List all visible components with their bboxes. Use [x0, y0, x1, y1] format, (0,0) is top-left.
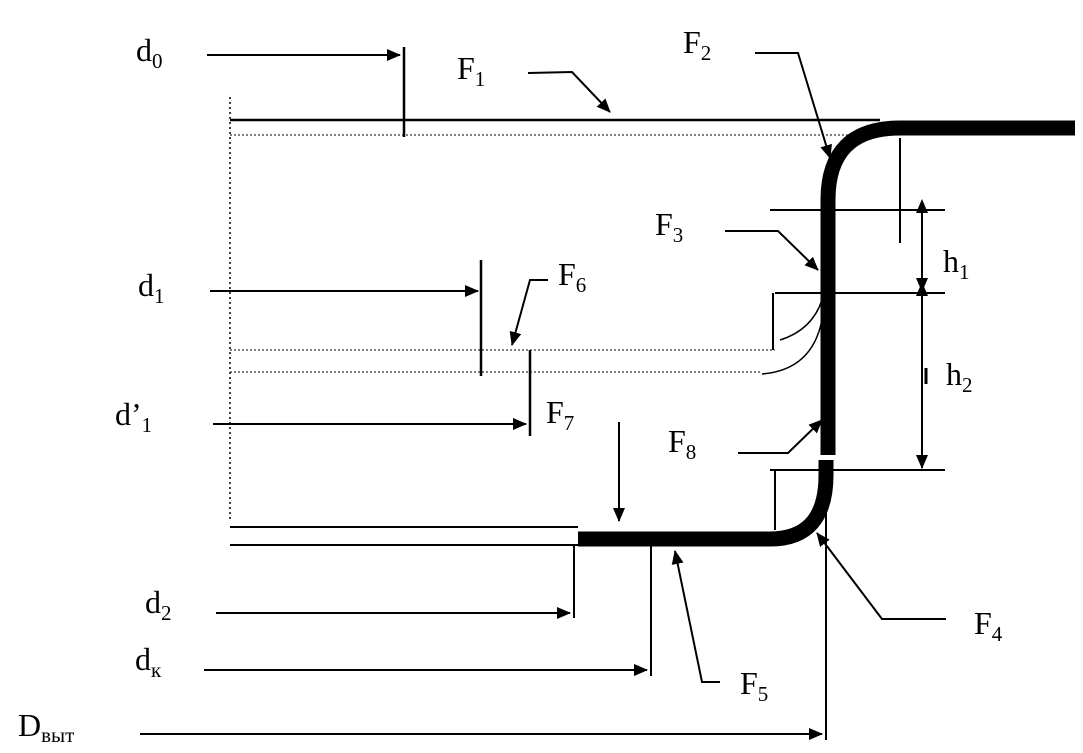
part-bottom-profile — [578, 460, 834, 547]
label-F2: F2 — [683, 24, 711, 65]
label-d1: d1 — [138, 267, 165, 308]
label-d2: d2 — [145, 584, 172, 625]
F6-pointer — [509, 279, 548, 346]
label-F6: F6 — [558, 256, 586, 297]
inner-curve-2 — [761, 319, 823, 375]
F4-pointer — [816, 532, 946, 620]
label-F3: F3 — [655, 206, 683, 247]
part-wall-profile — [820, 120, 1075, 455]
label-F1: F1 — [457, 50, 485, 91]
F5-pointer — [671, 550, 720, 683]
label-d0: d0 — [136, 32, 163, 73]
label-F5: F5 — [740, 665, 768, 706]
label-dk: dк — [135, 641, 162, 682]
label-h1: h1 — [943, 243, 970, 284]
F3-pointer — [725, 230, 819, 271]
label-D-vyt: Dвыт — [18, 707, 74, 747]
label-F8: F8 — [668, 423, 696, 464]
label-d1-prime: d’1 — [115, 396, 152, 437]
inner-curve-1 — [779, 299, 823, 341]
label-h2: h2 — [946, 356, 973, 397]
F8-pointer — [738, 419, 823, 454]
F2-pointer — [755, 52, 832, 159]
label-F4: F4 — [974, 605, 1003, 646]
F1-pointer — [527, 70, 611, 113]
label-F7: F7 — [546, 394, 574, 435]
